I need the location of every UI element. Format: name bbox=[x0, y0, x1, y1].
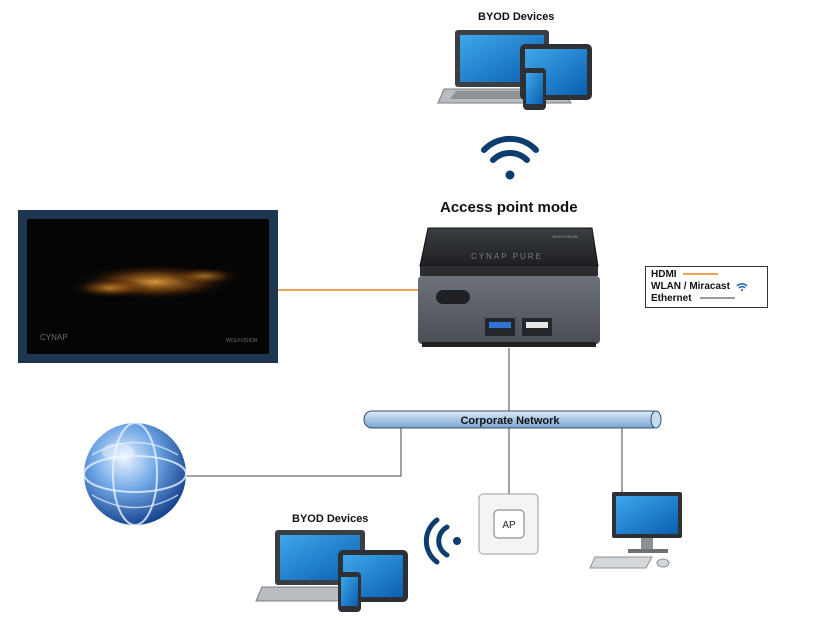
wifi-signal-icon bbox=[423, 517, 461, 565]
top-byod-devices bbox=[437, 30, 592, 110]
top-byod-label: BYOD Devices bbox=[478, 11, 555, 23]
legend: HDMI WLAN / Miracast Ethernet bbox=[645, 266, 768, 308]
wifi-icon bbox=[736, 283, 748, 292]
legend-label-hdmi: HDMI bbox=[651, 269, 677, 280]
phone-icon bbox=[338, 572, 361, 612]
legend-label-wlan: WLAN / Miracast bbox=[651, 281, 730, 292]
tablet-icon bbox=[338, 550, 408, 602]
display-logo: CYNAP bbox=[40, 333, 68, 342]
device-top-text: CYNAP PURE bbox=[471, 252, 543, 261]
ethernet-internet-link bbox=[185, 428, 402, 477]
wifi-icon bbox=[481, 135, 539, 180]
ap-label: AP bbox=[502, 520, 516, 531]
legend-item-ethernet: Ethernet bbox=[651, 293, 736, 304]
legend-label-ethernet: Ethernet bbox=[651, 293, 692, 304]
device-brand: WOLFVISION bbox=[552, 234, 577, 239]
mode-title: Access point mode bbox=[440, 199, 578, 216]
ethernet-line-swatch bbox=[700, 297, 736, 299]
corporate-network-label: Corporate Network bbox=[460, 415, 560, 427]
hdmi-line-swatch bbox=[683, 273, 719, 276]
corporate-network-pipe: Corporate Network bbox=[363, 410, 662, 429]
legend-item-hdmi: HDMI bbox=[651, 269, 719, 280]
access-point: AP bbox=[478, 493, 539, 555]
legend-item-wlan: WLAN / Miracast bbox=[651, 281, 748, 292]
bottom-byod-devices bbox=[255, 530, 408, 612]
bottom-byod-label: BYOD Devices bbox=[292, 513, 369, 525]
desktop-computer-icon bbox=[589, 492, 682, 569]
globe-icon bbox=[83, 422, 187, 526]
cynap-pure-device: CYNAP PURE WOLFVISION bbox=[418, 227, 600, 347]
phone-icon bbox=[523, 68, 546, 110]
display-brand: WOLFVISION bbox=[226, 338, 258, 344]
display-screen: CYNAP WOLFVISION bbox=[18, 210, 278, 363]
